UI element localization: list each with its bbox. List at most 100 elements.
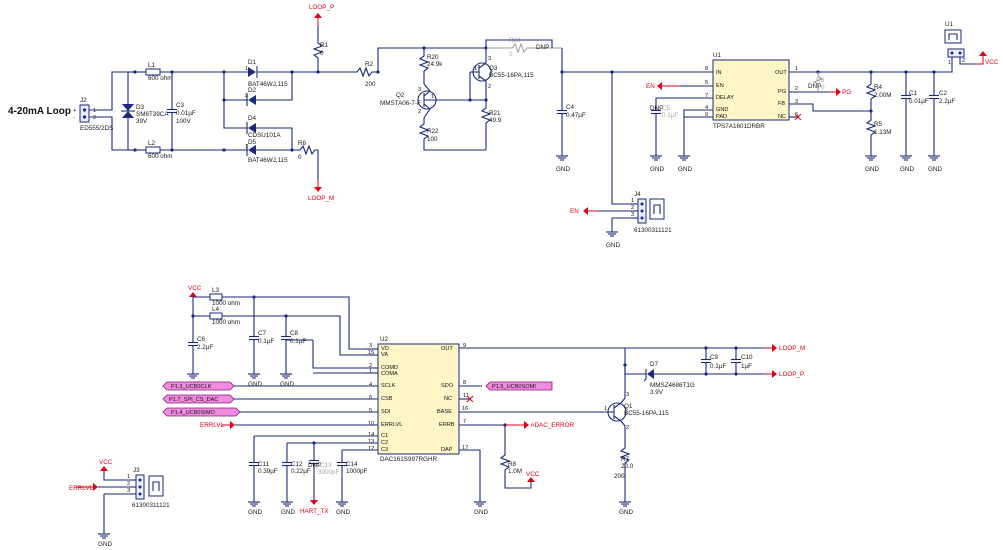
ferrite-l3: L3 1000 ohm [193, 287, 365, 350]
svg-text:P1.4_UCB0SIMO: P1.4_UCB0SIMO [171, 410, 215, 416]
svg-text:2: 2 [245, 93, 248, 99]
svg-text:1: 1 [795, 66, 798, 72]
svg-text:PG: PG [778, 89, 786, 95]
header-j4: J4 61300311121 1 2 3 [630, 191, 672, 234]
resistor-r6: R6 0 [298, 140, 319, 180]
svg-text:12: 12 [368, 446, 374, 452]
svg-text:11: 11 [463, 393, 469, 399]
svg-text:D7: D7 [650, 361, 659, 368]
svg-text:GND: GND [336, 509, 350, 516]
svg-text:3: 3 [369, 343, 372, 349]
svg-text:C11: C11 [258, 461, 270, 468]
svg-text:D4: D4 [248, 115, 257, 122]
svg-text:PAD: PAD [716, 114, 727, 120]
loop-m-right-label: LOOP_M [779, 345, 805, 352]
svg-text:1: 1 [369, 369, 372, 375]
svg-text:GND: GND [280, 381, 294, 388]
svg-text:C14: C14 [346, 461, 358, 468]
resistor-r22: R22 100 [418, 118, 486, 151]
svg-text:1.0M: 1.0M [508, 468, 522, 475]
ic-u2-dac161s997: U2 DAC161S997RGHR VD VA COMD COMA SCLK C… [368, 336, 469, 463]
header-j3: J3 61300311121 1 2 3 [127, 467, 170, 509]
svg-text:2: 2 [795, 86, 798, 92]
ic-u1-tps7a16: U1 TPS7A1601DRBR IN EN DELAY GND PAD OUT… [705, 52, 798, 130]
svg-text:3: 3 [631, 212, 634, 218]
diode-d4: D4 CDSU101A [246, 115, 293, 150]
svg-text:C7: C7 [258, 330, 267, 337]
svg-text:GND: GND [900, 166, 914, 173]
svg-text:C2: C2 [381, 440, 388, 446]
svg-text:C1: C1 [381, 433, 388, 439]
hart-tx-label: HART_TX [300, 508, 329, 515]
svg-text:200: 200 [614, 473, 625, 480]
loop-p-label: LOOP_P [309, 4, 334, 11]
svg-text:SM6T39CA: SM6T39CA [136, 111, 169, 118]
pg-label: PG [842, 89, 851, 96]
loop-p-right-label: LOOP_P [779, 371, 804, 378]
svg-text:1: 1 [604, 406, 607, 412]
svg-text:L2: L2 [148, 140, 156, 147]
svg-text:GND: GND [98, 541, 112, 548]
svg-text:D1: D1 [248, 59, 257, 66]
svg-text:SCLK: SCLK [381, 383, 396, 389]
resistor-r20: R20 24.9k [418, 48, 443, 84]
svg-text:13: 13 [368, 439, 374, 445]
capacitor-c5-dnp: DNP C5 0.1µF GND [649, 105, 678, 173]
svg-text:1: 1 [127, 474, 130, 480]
en-label-j4: EN [570, 208, 579, 215]
svg-text:U1: U1 [713, 52, 722, 59]
svg-text:Q3: Q3 [489, 65, 498, 72]
svg-text:1: 1 [245, 144, 248, 150]
svg-text:0.47µF: 0.47µF [566, 112, 586, 119]
svg-text:0: 0 [509, 51, 513, 58]
svg-text:L3: L3 [212, 287, 220, 294]
svg-text:0: 0 [298, 154, 302, 161]
svg-text:1000 ohm: 1000 ohm [212, 300, 240, 307]
svg-text:6: 6 [369, 395, 372, 401]
svg-text:2.2µF: 2.2µF [197, 344, 213, 351]
svg-text:7: 7 [463, 419, 466, 425]
svg-text:7: 7 [705, 93, 708, 99]
svg-text:2.00M: 2.00M [874, 92, 892, 99]
net-flag-errlvl: ERRLVL [200, 421, 378, 429]
capacitor-c1: C1 0.01µF GND [899, 72, 929, 173]
svg-text:61300311121: 61300311121 [132, 502, 170, 509]
svg-text:9: 9 [705, 112, 708, 118]
svg-text:C8: C8 [290, 330, 299, 337]
svg-text:C2: C2 [939, 90, 948, 97]
zener-d7: D7 MMSZ4686T1G 3.9V [624, 361, 765, 396]
svg-text:4: 4 [369, 382, 372, 388]
svg-text:0.1µF: 0.1µF [662, 112, 678, 119]
svg-text:GND: GND [248, 381, 262, 388]
svg-text:R5: R5 [874, 121, 883, 128]
svg-text:R7: R7 [621, 456, 630, 463]
svg-text:0.1µF: 0.1µF [258, 338, 274, 345]
svg-text:2: 2 [127, 481, 130, 487]
svg-text:2: 2 [631, 205, 634, 211]
svg-text:GND: GND [474, 509, 488, 516]
svg-text:1: 1 [431, 94, 434, 100]
svg-text:0.01µF: 0.01µF [909, 98, 929, 105]
svg-text:EN: EN [716, 83, 724, 89]
svg-text:8: 8 [705, 66, 708, 72]
svg-text:R3: R3 [816, 77, 825, 84]
svg-text:MMSTA06-7-F: MMSTA06-7-F [380, 100, 421, 107]
diode-d2: D2 [246, 72, 293, 106]
net-flag-p15: P1.5_UCB0SOMI [492, 384, 536, 390]
svg-text:P1.7_SPI_CS_DAC: P1.7_SPI_CS_DAC [169, 397, 218, 403]
svg-text:C12: C12 [291, 461, 303, 468]
svg-text:3: 3 [418, 87, 421, 93]
errlvl-label-j3: ERRLVL [69, 485, 94, 492]
svg-text:C1: C1 [909, 90, 918, 97]
svg-text:J3: J3 [133, 467, 140, 474]
svg-text:NC: NC [778, 114, 786, 120]
svg-text:8: 8 [463, 380, 466, 386]
svg-text:2: 2 [93, 115, 96, 121]
svg-text:R1: R1 [320, 42, 329, 49]
svg-text:49.9: 49.9 [489, 117, 502, 124]
capacitor-c10: C10 1µF [730, 348, 753, 374]
ferrite-l4: L4 1000 ohm [193, 306, 365, 356]
svg-text:3900pF: 3900pF [318, 469, 340, 476]
net-flag-p13: P1.3_UCB0CLK [162, 381, 378, 391]
svg-text:3: 3 [795, 99, 798, 105]
